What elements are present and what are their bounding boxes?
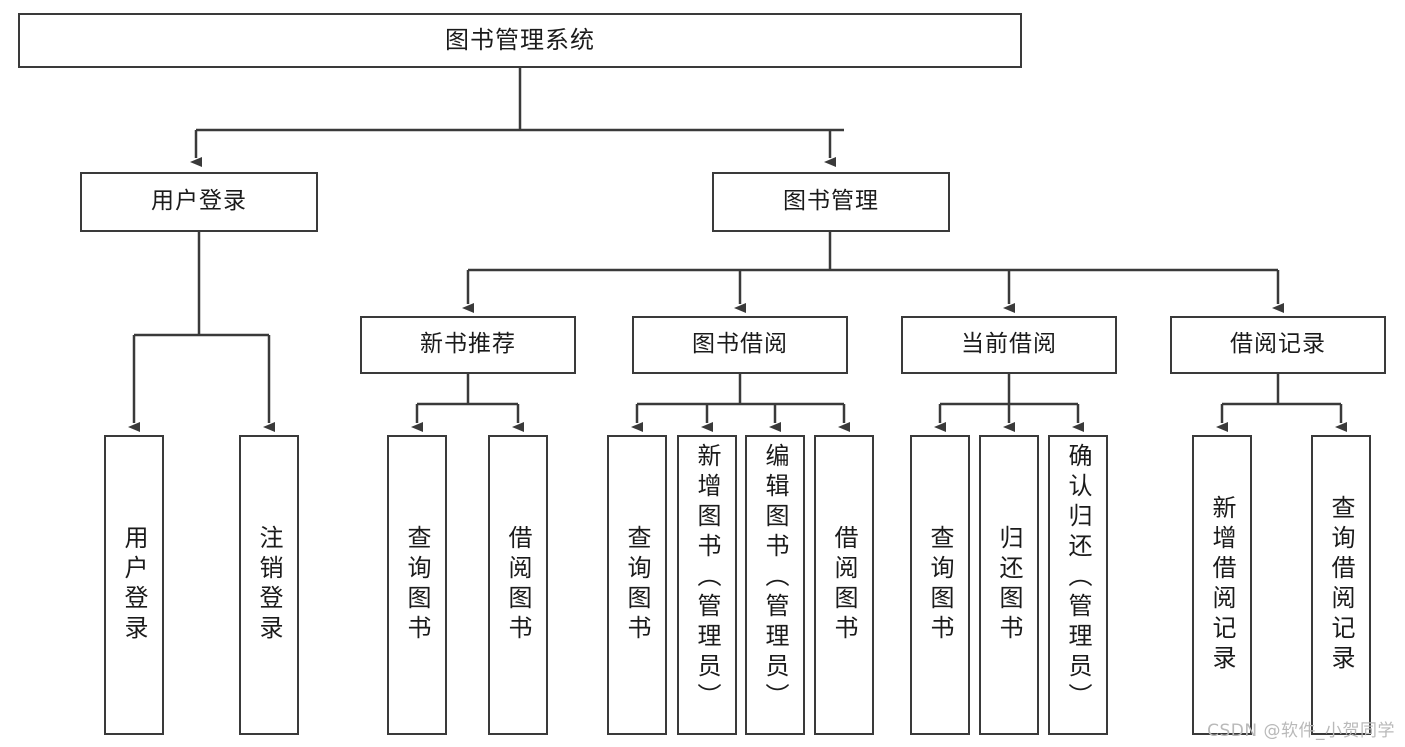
node-label: 新书推荐 [420, 331, 516, 358]
node-label: 借阅图书 [830, 525, 858, 645]
node-label: 图书管理系统 [445, 26, 595, 55]
node-label: 用户登录 [151, 188, 247, 215]
leaf-current-borrow-return-book[interactable]: 归还图书 [979, 435, 1039, 735]
node-label: 归还图书 [995, 525, 1023, 645]
node-label: 当前借阅 [961, 331, 1057, 358]
node-label: 查询图书 [623, 525, 651, 645]
node-user-login[interactable]: 用户登录 [80, 172, 318, 232]
node-current-borrow[interactable]: 当前借阅 [901, 316, 1117, 374]
node-label: 查询借阅记录 [1327, 495, 1355, 675]
leaf-current-borrow-confirm-return-admin[interactable]: 确认归还（管理员） [1048, 435, 1108, 735]
leaf-book-borrow-borrow-book[interactable]: 借阅图书 [814, 435, 874, 735]
leaf-new-book-query-book[interactable]: 查询图书 [387, 435, 447, 735]
node-label: 编辑图书（管理员） [761, 443, 789, 713]
node-label: 确认归还（管理员） [1064, 443, 1092, 713]
leaf-book-borrow-edit-book-admin[interactable]: 编辑图书（管理员） [745, 435, 805, 735]
leaf-new-book-borrow-book[interactable]: 借阅图书 [488, 435, 548, 735]
node-label: 图书管理 [783, 188, 879, 215]
node-new-book-recommend[interactable]: 新书推荐 [360, 316, 576, 374]
node-label: 新增图书（管理员） [693, 443, 721, 713]
node-label: 查询图书 [926, 525, 954, 645]
leaf-current-borrow-query-book[interactable]: 查询图书 [910, 435, 970, 735]
node-label: 用户登录 [120, 525, 148, 645]
leaf-borrow-record-add-record[interactable]: 新增借阅记录 [1192, 435, 1252, 735]
node-label: 新增借阅记录 [1208, 495, 1236, 675]
node-book-management[interactable]: 图书管理 [712, 172, 950, 232]
node-book-borrow[interactable]: 图书借阅 [632, 316, 848, 374]
node-label: 借阅图书 [504, 525, 532, 645]
leaf-borrow-record-query-record[interactable]: 查询借阅记录 [1311, 435, 1371, 735]
leaf-user-login-login[interactable]: 用户登录 [104, 435, 164, 735]
node-label: 图书借阅 [692, 331, 788, 358]
leaf-user-login-logout[interactable]: 注销登录 [239, 435, 299, 735]
csdn-watermark: CSDN @软件_小贺同学 [1207, 721, 1395, 741]
node-borrow-record[interactable]: 借阅记录 [1170, 316, 1386, 374]
node-label: 查询图书 [403, 525, 431, 645]
node-label: 注销登录 [255, 525, 283, 645]
leaf-book-borrow-query-book[interactable]: 查询图书 [607, 435, 667, 735]
node-label: 借阅记录 [1230, 331, 1326, 358]
node-root-library-system[interactable]: 图书管理系统 [18, 13, 1022, 68]
leaf-book-borrow-add-book-admin[interactable]: 新增图书（管理员） [677, 435, 737, 735]
